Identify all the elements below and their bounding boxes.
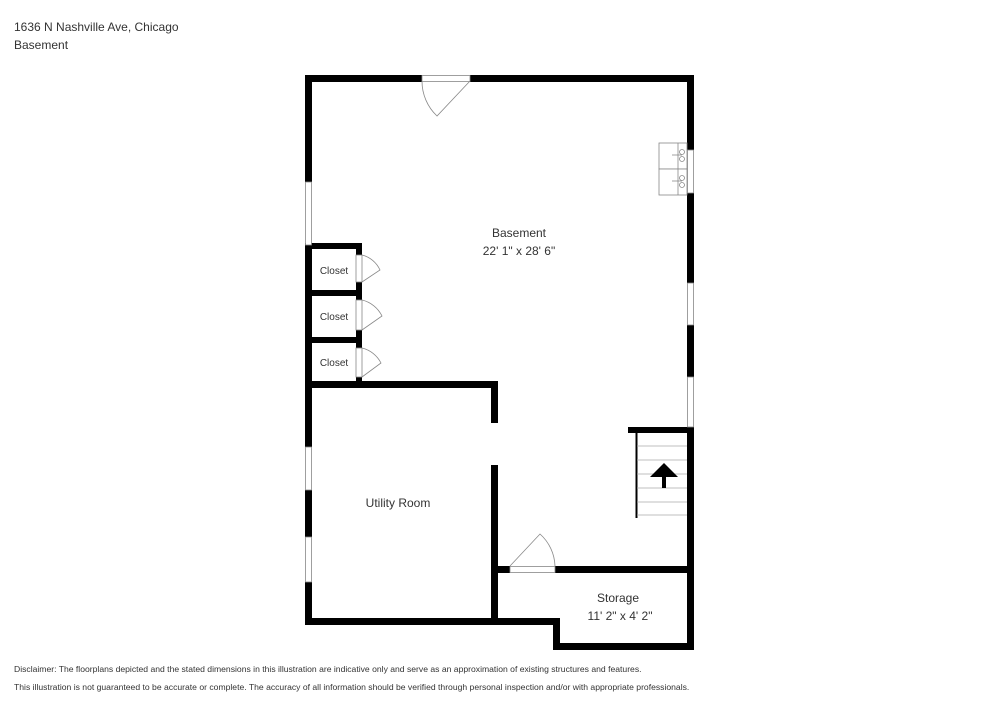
room-dimensions-basement: 22' 1" x 28' 6" [482, 244, 556, 258]
windows [305, 149, 694, 583]
room-label-closet-1: Closet [319, 266, 349, 277]
interior-walls [305, 243, 694, 625]
property-address: 1636 N Nashville Ave, Chicago [14, 20, 179, 34]
disclaimer-line-2: This illustration is not guaranteed to b… [14, 682, 690, 692]
room-label-closet-2: Closet [319, 312, 349, 323]
floor-name: Basement [14, 38, 69, 52]
stairs [635, 433, 687, 518]
double-sink-icon [658, 142, 688, 196]
disclaimer-line-1: Disclaimer: The floorplans depicted and … [14, 664, 642, 674]
room-dimensions-storage: 11' 2" x 4' 2" [587, 609, 653, 623]
exterior-walls [305, 75, 694, 650]
room-label-closet-3: Closet [319, 358, 349, 369]
room-label-basement: Basement [491, 226, 547, 240]
stairs-up-arrow-icon [650, 463, 678, 488]
room-label-storage: Storage [596, 591, 640, 605]
doors [355, 75, 556, 573]
room-label-utility-room: Utility Room [365, 496, 431, 510]
